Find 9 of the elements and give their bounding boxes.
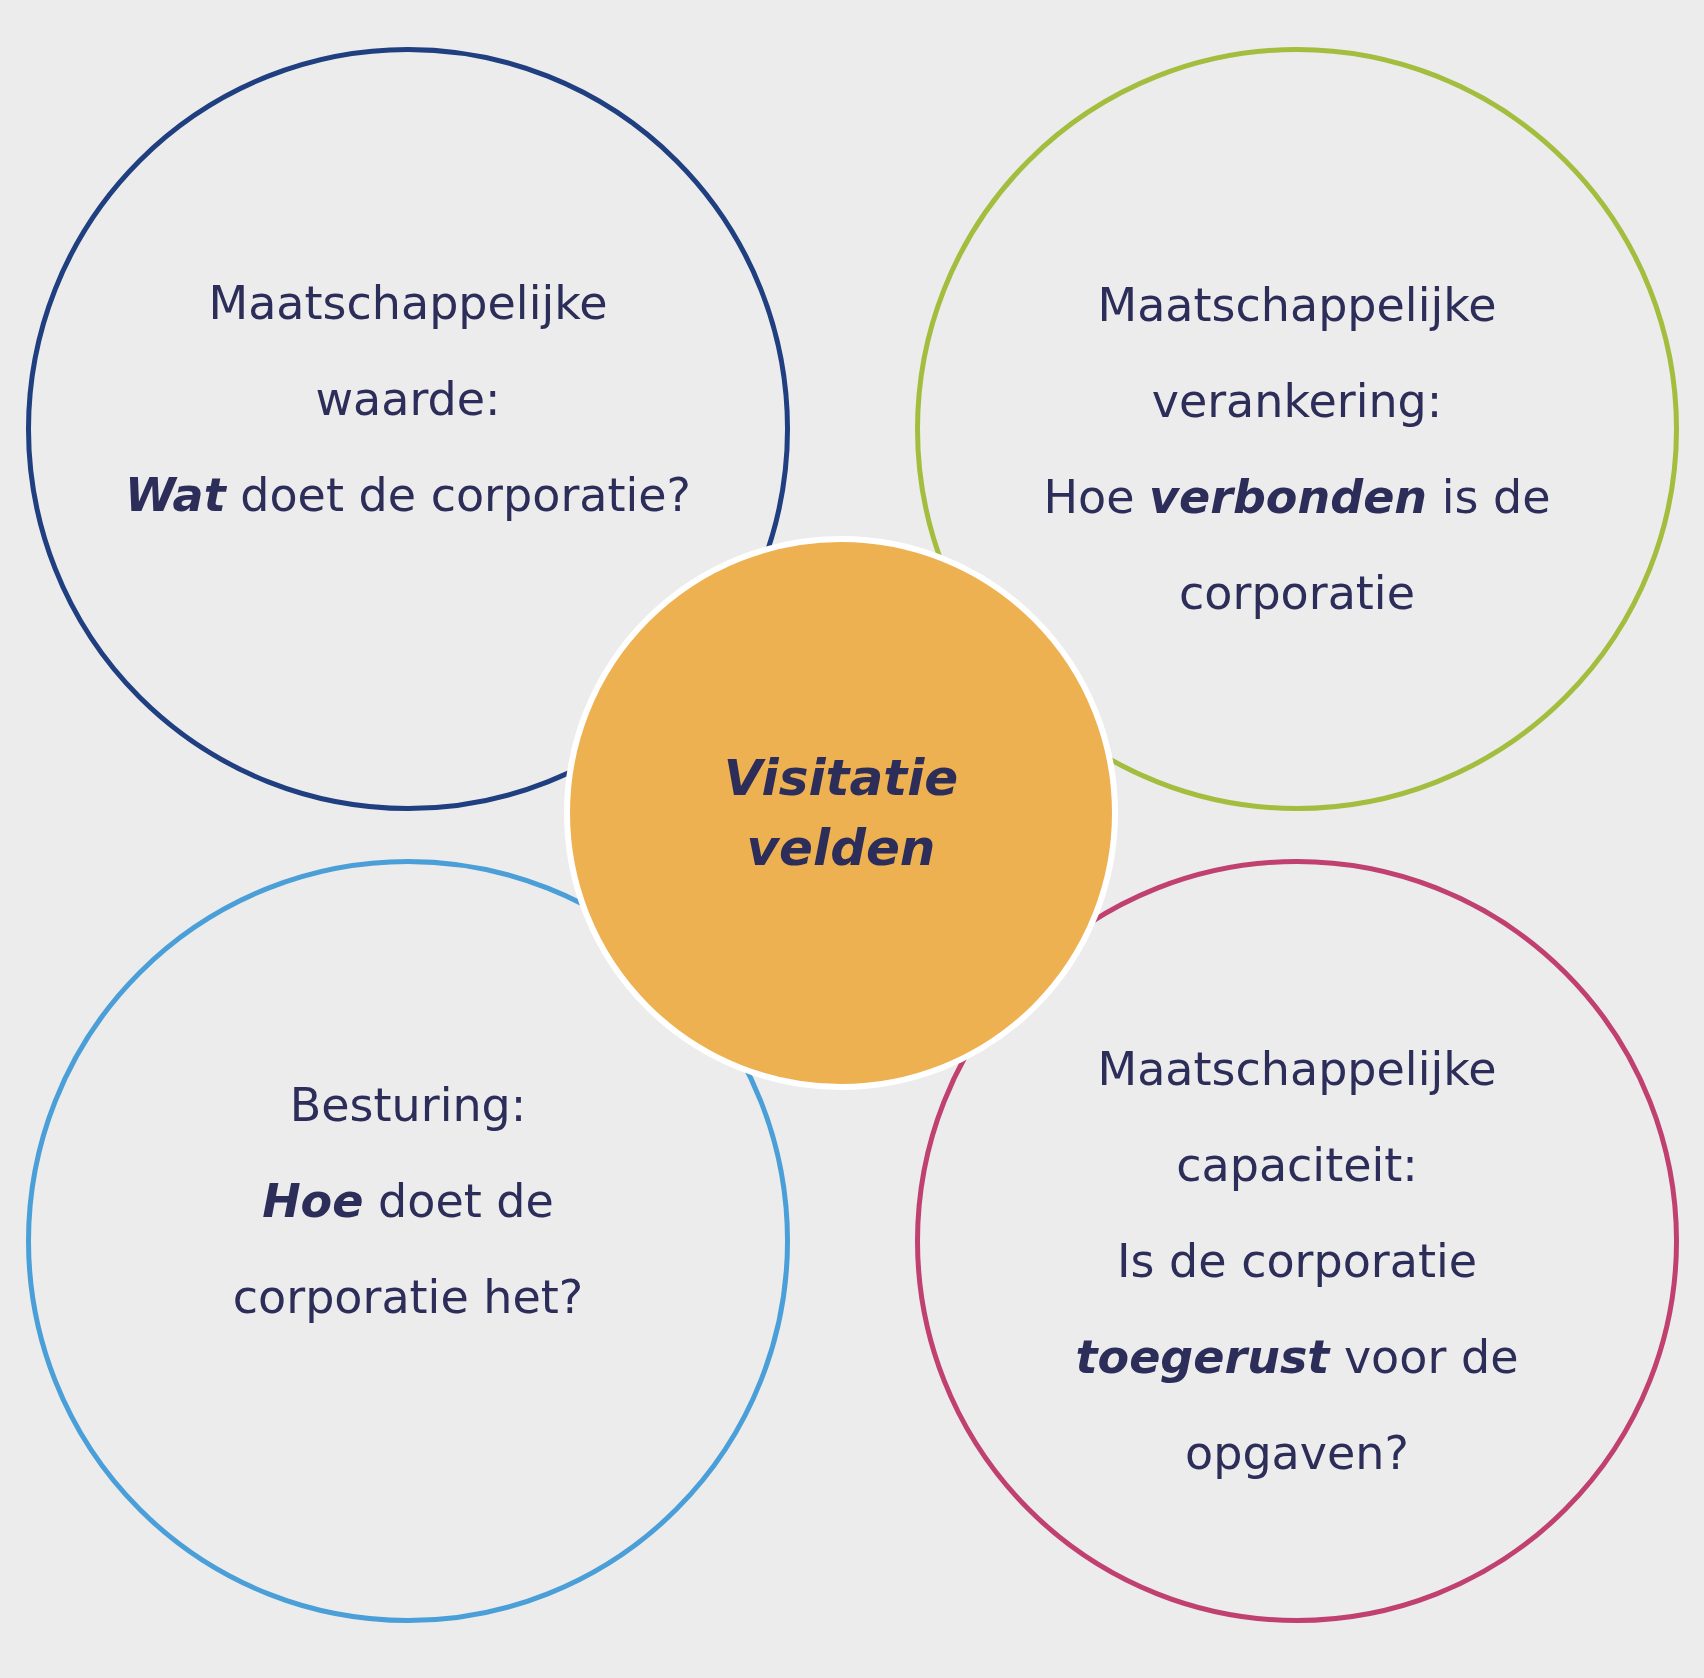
field-heading: Maatschappelijke capaciteit: (1096, 1041, 1498, 1194)
field-question: Wat doet de corporatie? (124, 467, 692, 524)
center-title: Visitatie velden (722, 748, 960, 879)
field-question: Is de corporatie toegerust voor de opgaven? (1074, 1233, 1520, 1482)
field-heading: Besturing: (288, 1077, 528, 1134)
field-question: Hoe doet de corporatie het? (231, 1173, 585, 1326)
field-heading: Maatschappelijke waarde: (207, 275, 609, 428)
field-heading: Maatschappelijke verankering: (1096, 277, 1498, 430)
field-question: Hoe verbonden is de corporatie (1042, 469, 1552, 622)
